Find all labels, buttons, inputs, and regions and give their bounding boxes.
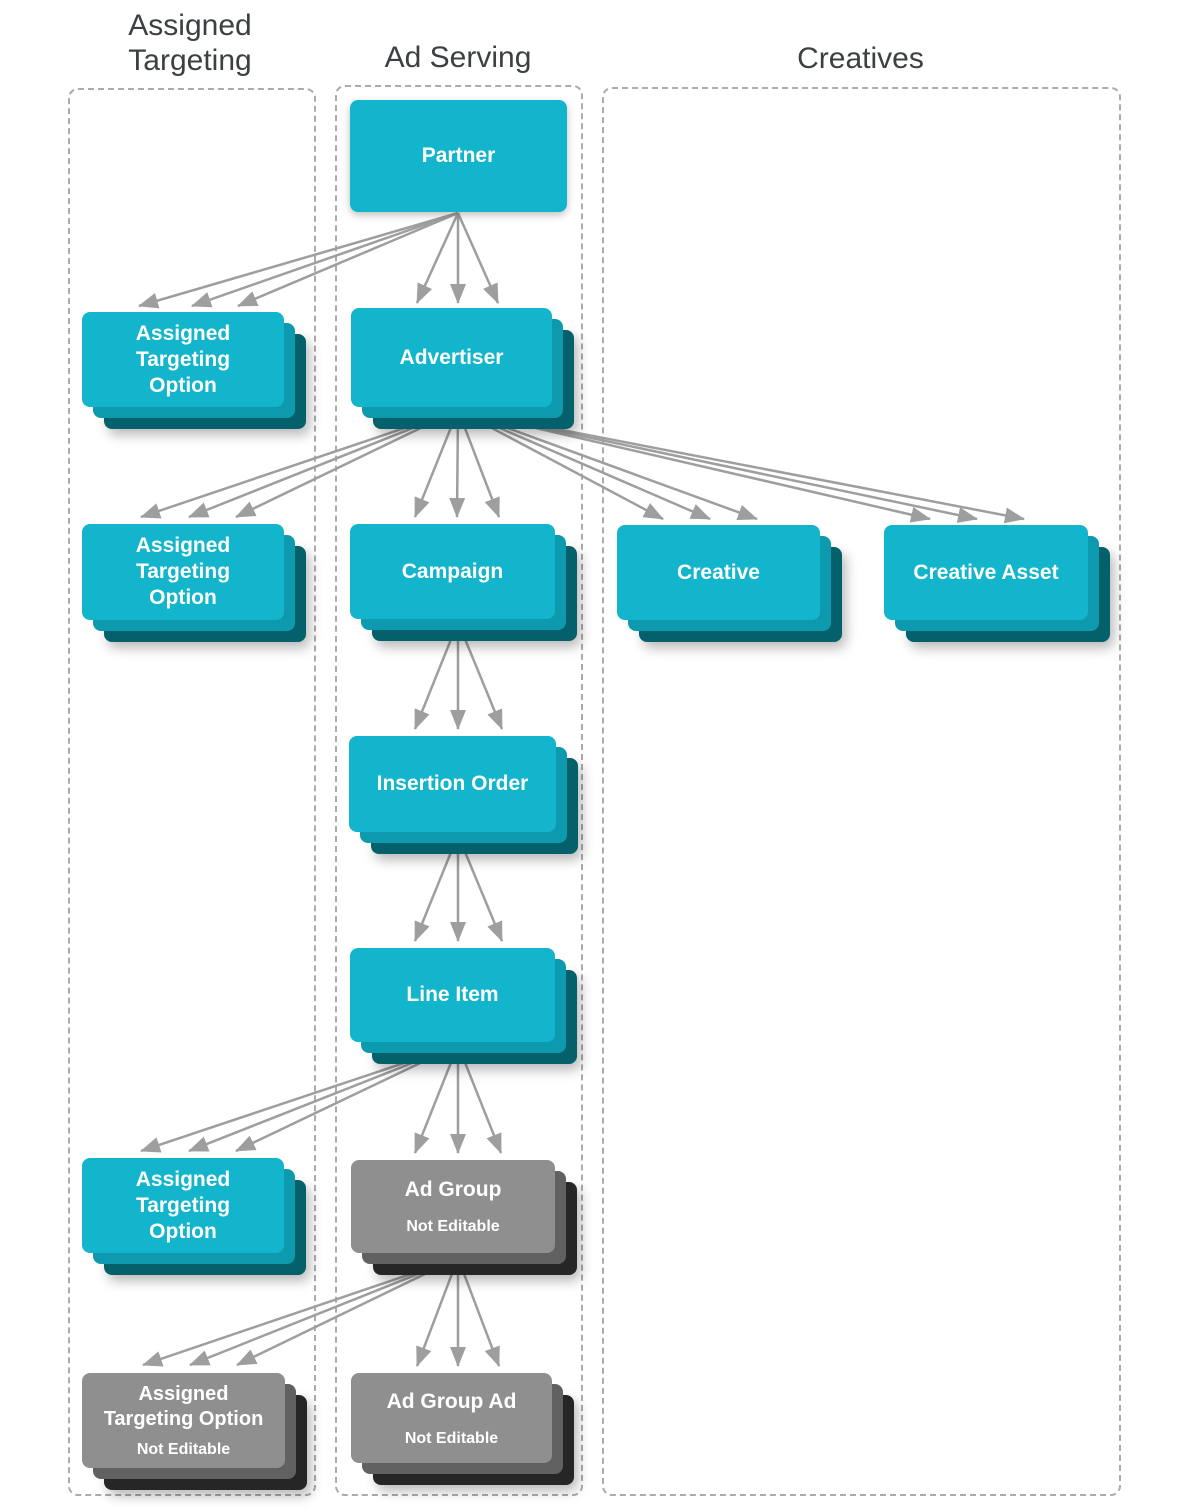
node-ad-group: Ad Group Not Editable [351, 1160, 555, 1253]
node-creative-asset-label: Creative Asset [913, 560, 1059, 584]
node-advertiser-label: Advertiser [399, 345, 504, 369]
node-ato-label: Assigned Targeting Option [135, 1167, 231, 1243]
node-line-item-label: Line Item [406, 983, 499, 1006]
node-assigned-targeting-option-advertiser: Assigned Targeting Option [82, 524, 284, 620]
node-creative-label: Creative [677, 560, 760, 584]
node-assigned-targeting-option-partner: Assigned Targeting Option [82, 312, 284, 407]
node-campaign: Campaign [350, 524, 555, 619]
node-campaign-label: Campaign [401, 559, 504, 583]
node-assigned-targeting-option-ad-group: Assigned Targeting Option Not Editable [82, 1373, 285, 1468]
node-ato-label: Assigned Targeting Option [135, 321, 231, 397]
column-creatives [602, 87, 1121, 1496]
column-assigned-targeting [68, 88, 316, 1496]
node-partner-label: Partner [421, 144, 496, 167]
node-ad-group-ad-label: Ad Group Ad [386, 1389, 517, 1413]
column-heading-ad-serving: Ad Serving [384, 41, 532, 74]
node-ad-group-label: Ad Group [404, 1178, 502, 1201]
node-partner: Partner [350, 100, 567, 212]
column-ad-serving [335, 85, 583, 1496]
not-editable-note: Not Editable [136, 1441, 231, 1458]
node-ato-label: Assigned Targeting Option [135, 534, 231, 609]
column-heading-assigned-targeting: Assigned Targeting [128, 9, 252, 77]
node-line-item: Line Item [350, 948, 555, 1042]
node-ato-label: Assigned Targeting Option [103, 1383, 264, 1430]
node-ad-group-ad: Ad Group Ad Not Editable [351, 1373, 552, 1463]
node-insertion-order-label: Insertion Order [376, 772, 529, 795]
node-advertiser: Advertiser [351, 308, 552, 407]
node-creative-asset: Creative Asset [884, 525, 1088, 620]
not-editable-note: Not Editable [404, 1429, 499, 1447]
node-insertion-order: Insertion Order [349, 736, 556, 832]
column-heading-creatives: Creatives [797, 42, 924, 75]
node-assigned-targeting-option-line-item: Assigned Targeting Option [82, 1158, 284, 1253]
not-editable-note: Not Editable [406, 1218, 500, 1235]
node-creative: Creative [617, 525, 820, 620]
